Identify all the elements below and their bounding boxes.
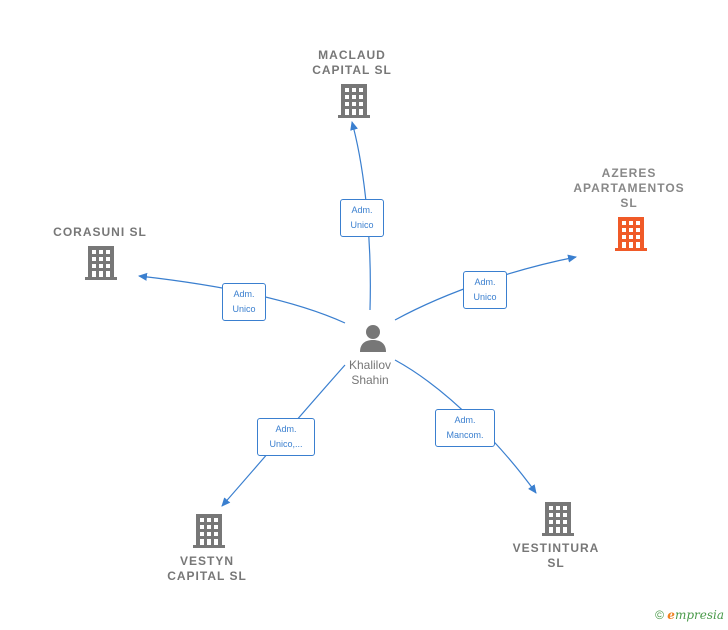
person-label[interactable]: Khalilov Shahin — [348, 358, 392, 387]
edge-label-corasuni: Adm. Unico — [222, 283, 266, 321]
building-icon-vestintura[interactable] — [542, 502, 574, 536]
footer-brand: © empresia — [655, 608, 724, 622]
company-label-vestintura[interactable]: VESTINTURA SL — [512, 541, 600, 570]
building-icon-vestyn[interactable] — [193, 514, 225, 548]
company-label-corasuni[interactable]: CORASUNI SL — [53, 225, 147, 239]
building-icon-azeres[interactable] — [615, 217, 647, 251]
building-icon-corasuni[interactable] — [85, 246, 117, 280]
copyright-icon: © — [655, 608, 664, 622]
company-label-vestyn[interactable]: VESTYN CAPITAL SL — [167, 554, 247, 583]
company-label-azeres[interactable]: AZERES APARTAMENTOS SL — [573, 166, 685, 210]
brand-logo: empresia — [667, 608, 724, 622]
person-icon[interactable] — [360, 325, 386, 352]
company-label-maclaud[interactable]: MACLAUD CAPITAL SL — [312, 48, 392, 77]
edge-label-vestyn: Adm. Unico,... — [257, 418, 315, 456]
edge-label-vestintura: Adm. Mancom. — [435, 409, 495, 447]
edge-label-azeres: Adm. Unico — [463, 271, 507, 309]
edge-label-maclaud: Adm. Unico — [340, 199, 384, 237]
building-icon-maclaud[interactable] — [338, 84, 370, 118]
